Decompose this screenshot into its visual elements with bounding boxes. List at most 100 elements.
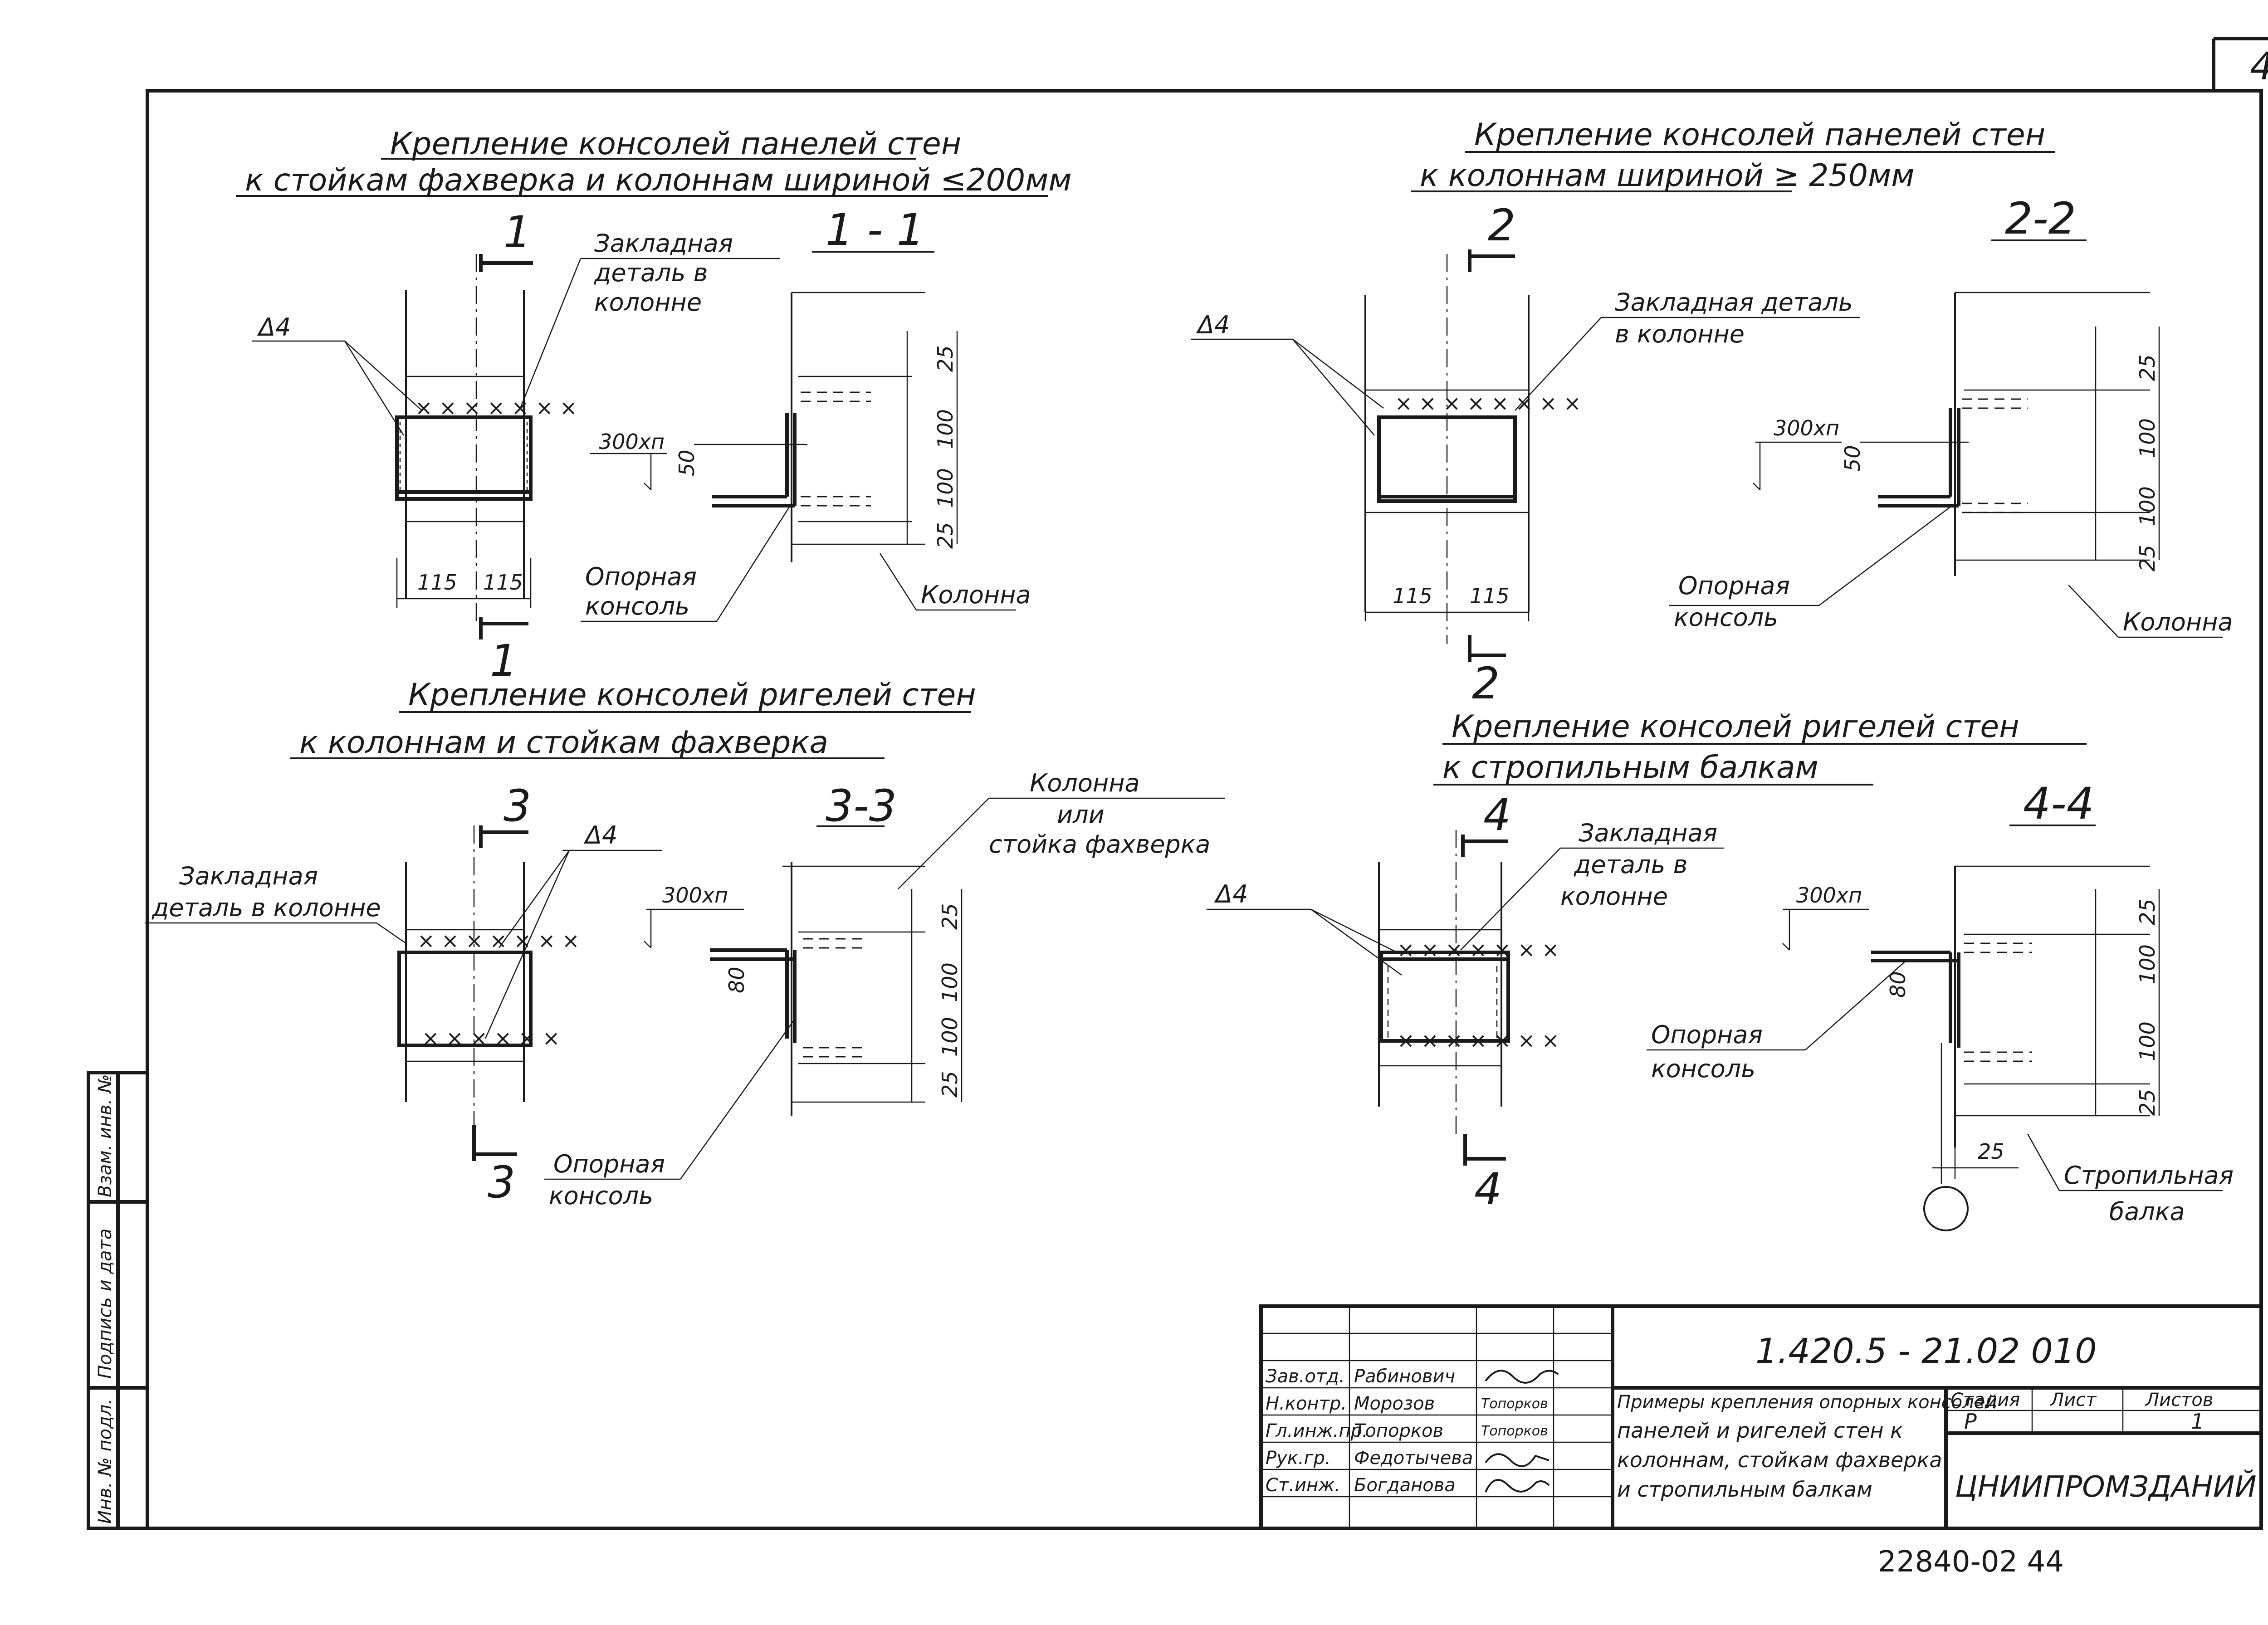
name-4: Богданова [1354, 1475, 1456, 1496]
dim-100-top-2: 100 [2135, 418, 2160, 458]
role-1: Н.контр. [1266, 1393, 1347, 1414]
sheet-number-box: 43 [2212, 37, 2268, 91]
embedded-label-4-a: Закладная [1579, 819, 1717, 847]
svg-text:× × × × × ×: × × × × × × [422, 1026, 560, 1050]
view-top-left: Крепление консолей панелей стен к стойка… [236, 126, 1072, 686]
sheets-value: 1 [2191, 1409, 2204, 1434]
view-top-right-title-1: Крепление консолей панелей стен [1474, 117, 2045, 153]
bottom-code: 22840-02 44 [1878, 1545, 2064, 1579]
document-code: 1.420.5 - 21.02 010 [1755, 1331, 2097, 1371]
cut-mark-1-bottom: 1 [490, 635, 518, 686]
section-2-2: 2-2 300хп 50 25 100 100 25 Опорная консо… [1669, 193, 2233, 638]
svg-text:× × × × × × ×: × × × × × × × [415, 395, 577, 420]
cut-mark-2-top: 2 [1488, 200, 1515, 251]
description-line-4: и стропильным балкам [1617, 1477, 1872, 1502]
section-1-1: 1 - 1 300хп 50 25 100 100 25 Опорная кон… [581, 205, 1031, 622]
cut-mark-3-top: 3 [503, 781, 531, 831]
role-4: Ст.инж. [1266, 1475, 1340, 1496]
signature-4 [1485, 1479, 1550, 1493]
view-bottom-right: Крепление консолей ригелей стен к стропи… [1207, 709, 2087, 1215]
signature-1: Топорков [1481, 1396, 1548, 1412]
section-3-3: 3-3 300хп 80 25 100 100 25 Колонна или с… [544, 769, 1225, 1210]
weld-symbol-1: Δ4 [257, 313, 291, 342]
embedded-label-1-c: колонне [594, 288, 702, 317]
dim-100-bottom-3: 100 [938, 1017, 962, 1057]
side-stamp-col2: Подпись и дата [95, 1229, 116, 1379]
cut-mark-1-top: 1 [503, 207, 531, 258]
organization: ЦНИИПРОМЗДАНИЙ [1955, 1469, 2257, 1504]
embedded-label-2-a: Закладная деталь [1615, 288, 1853, 317]
dim-25-top-3: 25 [938, 903, 962, 930]
support-label-4-a: Опорная [1651, 1020, 1763, 1049]
dim-25-top-2: 25 [2135, 354, 2160, 381]
dim-25-bottom-2: 25 [2135, 545, 2160, 571]
dim-100-bottom-2: 100 [2135, 486, 2160, 526]
dim-25-offset-4: 25 [1978, 1139, 2004, 1164]
description-line-2: панелей и ригелей стен к [1617, 1418, 1903, 1443]
dim-100-top-3: 100 [938, 962, 962, 1002]
dim-100-bottom-1: 100 [933, 468, 958, 508]
sheet-number: 43 [2250, 44, 2268, 88]
dim-25-bottom-3: 25 [938, 1071, 962, 1098]
view-top-left-title-1: Крепление консолей панелей стен [390, 126, 961, 162]
dim-100-top-4: 100 [2135, 944, 2160, 984]
role-0: Зав.отд. [1266, 1366, 1345, 1387]
view-bottom-left-title-1: Крепление консолей ригелей стен [408, 677, 976, 713]
bolt-label-3: 300хп [662, 883, 728, 908]
side-stamp-col3: Взам. инв. № [95, 1074, 116, 1197]
embedded-label-4-c: колонне [1560, 882, 1668, 911]
embedded-label-3-b: деталь в колонне [152, 893, 381, 922]
dim-115-left-2: 115 [1393, 584, 1432, 608]
beam-label-4-a: Стропильная [2064, 1161, 2234, 1190]
signature-3 [1485, 1453, 1549, 1467]
support-label-2-b: консоль [1674, 603, 1778, 632]
embedded-label-1-b: деталь в [594, 259, 708, 287]
svg-text:× × × × × × ×: × × × × × × × [417, 928, 580, 953]
dim-100-top-1: 100 [933, 409, 958, 449]
role-2: Гл.инж.пр. [1266, 1420, 1368, 1441]
view-bottom-left: Крепление консолей ригелей стен к колонн… [145, 677, 976, 1208]
cut-mark-2-bottom: 2 [1472, 658, 1500, 709]
stage-value: Р [1964, 1409, 1977, 1434]
weld-symbol-4: Δ4 [1214, 880, 1248, 908]
axis-bubble [1923, 1186, 1969, 1231]
dim-80-3: 80 [724, 966, 749, 993]
weld-symbol-2: Δ4 [1196, 311, 1230, 339]
dim-115-right-1: 115 [483, 570, 523, 595]
column-label-3-b: или [1057, 800, 1105, 829]
sheets-header: Листов [2145, 1390, 2213, 1410]
support-label-2-a: Опорная [1678, 571, 1790, 600]
role-3: Рук.гр. [1266, 1448, 1331, 1469]
view-top-right-title-2: к колоннам шириной ≥ 250мм [1420, 158, 1915, 194]
column-label-3-a: Колонна [1030, 769, 1140, 797]
view-top-left-title-2: к стойкам фахверка и колоннам шириной ≤2… [245, 162, 1072, 198]
signature-2: Топорков [1481, 1423, 1548, 1439]
support-label-3-b: консоль [549, 1181, 653, 1210]
svg-text:× × × × × × ×: × × × × × × × [1397, 937, 1559, 962]
dim-25-top-1: 25 [933, 345, 958, 372]
view-bottom-left-title-2: к колоннам и стойкам фахверка [299, 725, 828, 761]
svg-text:× × × × × × ×: × × × × × × × [1397, 1028, 1559, 1053]
column-label-2: Колонна [2123, 608, 2233, 636]
svg-text:× × × × × × × ×: × × × × × × × × [1395, 391, 1581, 415]
signature-0 [1485, 1370, 1559, 1384]
name-2: Топорков [1354, 1420, 1443, 1441]
support-label-4-b: консоль [1651, 1054, 1755, 1083]
sheet-header: Лист [2049, 1390, 2097, 1410]
sheet-frame [146, 89, 2263, 1530]
view-top-right: Крепление консолей панелей стен к колонн… [1191, 117, 2055, 709]
stage-header: Стадия [1950, 1390, 2020, 1410]
bolt-label-1: 300хп [599, 429, 665, 454]
view-bottom-right-title-2: к стропильным балкам [1442, 750, 1818, 786]
support-label-1-b: консоль [585, 592, 689, 620]
section-1-1-title: 1 - 1 [826, 205, 924, 255]
section-2-2-title: 2-2 [2005, 193, 2076, 244]
dim-50-2: 50 [1840, 445, 1865, 472]
name-0: Рабинович [1354, 1366, 1455, 1387]
support-label-1-a: Опорная [585, 562, 697, 591]
weld-symbol-3: Δ4 [583, 821, 617, 849]
column-label-3-c: стойка фахверка [989, 830, 1210, 859]
dim-25-top-4: 25 [2135, 898, 2160, 925]
dim-115-left-1: 115 [417, 570, 457, 595]
embedded-label-1-a: Закладная [594, 229, 733, 258]
